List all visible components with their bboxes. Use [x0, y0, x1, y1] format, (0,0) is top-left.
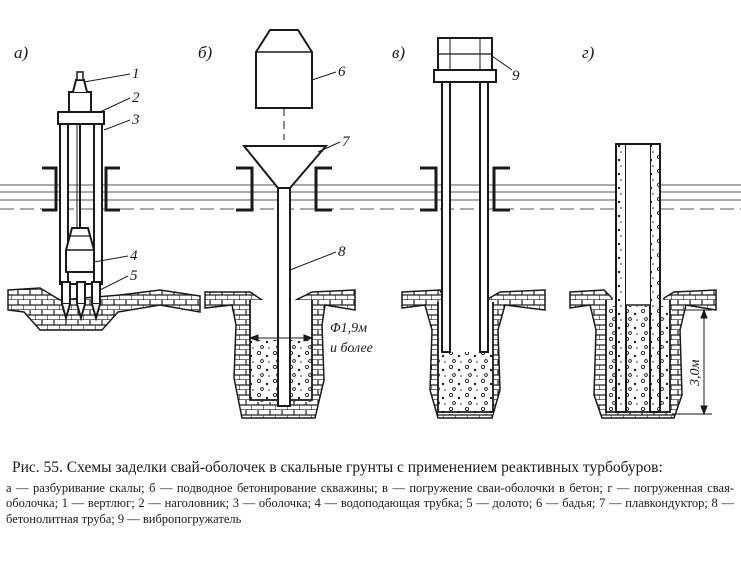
- label-9: 9: [512, 68, 520, 84]
- pile-shell-left-v: [441, 81, 451, 353]
- panel-b-label: б): [198, 43, 213, 62]
- panel-g: г) 3,0м: [569, 43, 717, 419]
- label-7: 7: [342, 134, 351, 150]
- head-cap: [57, 111, 105, 125]
- conductor-left-b: [236, 166, 254, 212]
- panel-v-label: в): [392, 43, 405, 62]
- tremie-pipe: [277, 187, 291, 407]
- pile-shell-right-v: [479, 81, 489, 353]
- diameter-dimension: [248, 334, 314, 342]
- diameter-label: Φ1,9м: [330, 321, 367, 336]
- conductor-right: [104, 166, 120, 212]
- label-3: 3: [131, 112, 140, 128]
- panel-b: б) Φ1,9м и более 6: [198, 29, 373, 419]
- label-4: 4: [130, 248, 138, 264]
- conductor-right-v: [492, 166, 510, 212]
- bucket: [255, 29, 313, 109]
- label-6: 6: [338, 64, 346, 80]
- panel-a-label: а): [14, 43, 29, 62]
- concrete-fill-v: [438, 352, 493, 414]
- diameter-note: и более: [330, 341, 373, 356]
- pile-embedding-diagram: а): [0, 29, 741, 419]
- conductor-right-b: [314, 166, 332, 212]
- depth-label: 3,0м: [688, 360, 703, 388]
- panel-a: а): [7, 43, 201, 331]
- conductor-left: [42, 166, 58, 212]
- caption-legend: а — разбуривание скалы; б — подводное бе…: [6, 481, 734, 526]
- panel-v: в) 9: [392, 37, 546, 419]
- rock-ground: [7, 287, 201, 331]
- pile-shell-left-g: [615, 143, 627, 413]
- depth-dimension: [672, 308, 712, 416]
- caption-title: Рис. 55. Схемы заделки свай-оболочек в с…: [12, 459, 663, 476]
- label-5: 5: [130, 268, 138, 284]
- label-2: 2: [132, 90, 140, 106]
- leader-lines-b: [289, 71, 341, 271]
- panel-g-label: г): [582, 43, 595, 62]
- shell-right-wall: [93, 123, 103, 285]
- label-8: 8: [338, 244, 346, 260]
- figure-caption: Рис. 55. Схемы заделки свай-оболочек в с…: [6, 458, 734, 527]
- swivel: [68, 91, 92, 113]
- funnel: [241, 145, 329, 189]
- leader-lines-a: [83, 73, 131, 291]
- conductor-left-v: [420, 166, 438, 212]
- pile-shell-right-g: [649, 143, 661, 413]
- label-1: 1: [132, 66, 140, 82]
- drill-bits: [61, 281, 101, 322]
